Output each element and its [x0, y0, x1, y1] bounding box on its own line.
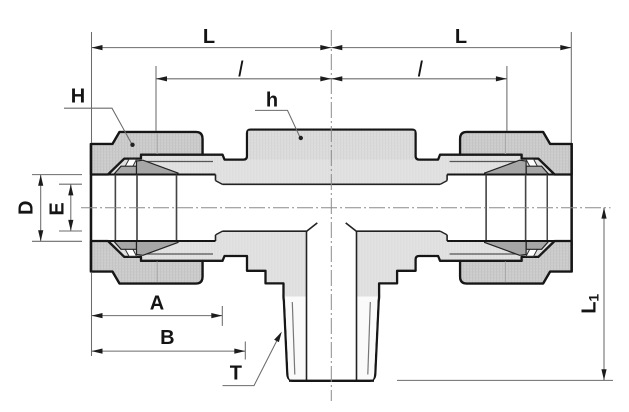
svg-text:E: E — [47, 202, 69, 215]
svg-text:B: B — [160, 327, 174, 349]
svg-text:A: A — [150, 293, 164, 315]
svg-text:L1: L1 — [579, 294, 602, 314]
svg-text:h: h — [266, 90, 278, 112]
svg-text:L: L — [455, 26, 467, 48]
svg-text:D: D — [16, 201, 38, 215]
svg-text:l: l — [238, 57, 244, 82]
svg-text:l: l — [418, 57, 424, 82]
svg-text:L: L — [203, 26, 215, 48]
svg-text:H: H — [71, 86, 85, 108]
svg-text:T: T — [230, 363, 242, 385]
